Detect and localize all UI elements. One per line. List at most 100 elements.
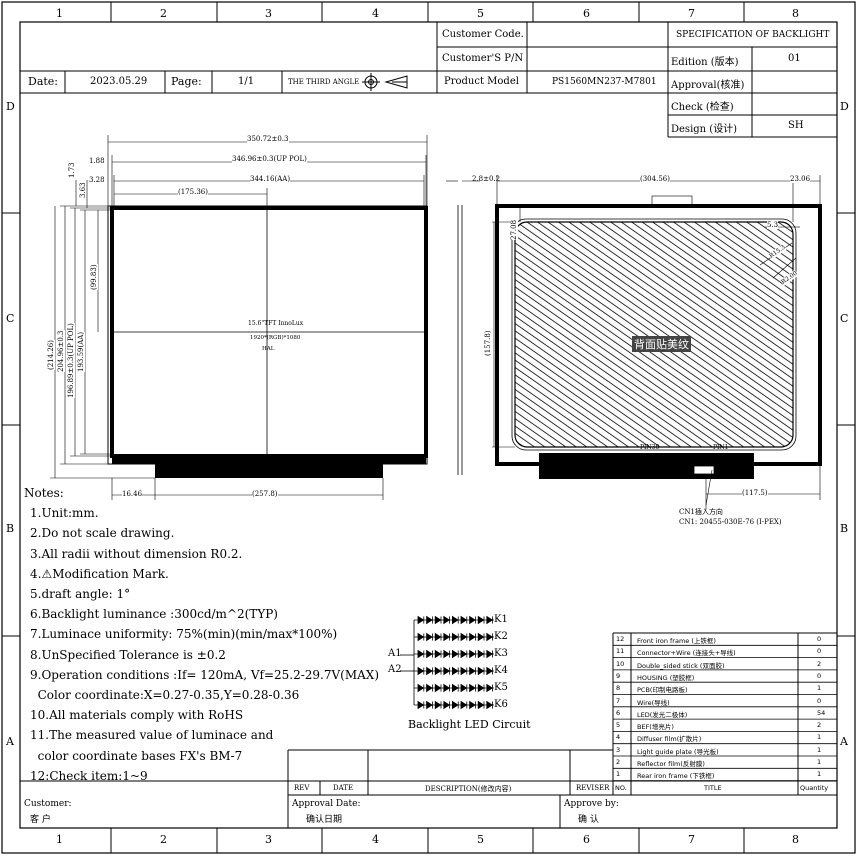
cathode-label: K4 [494, 665, 508, 676]
approve-by-cn-label: 确 认 [578, 815, 599, 825]
bom-cell-qty: 2 [817, 659, 822, 668]
dim-bottom-span: (257.8) [252, 490, 278, 498]
bom-cell-qty: 2 [817, 721, 822, 730]
connector-part: CN1: 20455-030E-76 (I-PEX) [679, 518, 782, 526]
bom-cell-qty: 1 [817, 758, 822, 766]
bom-cell-title: LED(发光二极体) [637, 710, 688, 719]
led-diode-icon [417, 632, 425, 642]
edition-value: 01 [788, 53, 801, 64]
note-item: 4.⚠Modification Mark. [30, 566, 169, 581]
page-label: Page: [171, 75, 202, 88]
led-diode-icon [460, 700, 468, 710]
back-hatched-area [514, 221, 794, 448]
panel-label-line2: 1920*(RGB)*1080 [250, 335, 301, 341]
bom-cell-title: Diffuser film(扩散片) [637, 735, 702, 744]
led-diode-icon [451, 666, 459, 676]
bom-cell-no: 3 [616, 745, 621, 754]
pin-right: PIN1 [713, 444, 729, 451]
led-diode-icon [434, 632, 442, 642]
bom-row-lines [613, 644, 837, 781]
led-diode-icon [469, 632, 476, 642]
approval-label: Approval(核准) [671, 80, 745, 91]
date-value: 2023.05.29 [90, 76, 148, 87]
led-diode-icon [426, 649, 433, 659]
back-fpc-tail [539, 453, 754, 479]
front-dimension-lines [50, 135, 428, 500]
column-label: 8 [792, 833, 799, 846]
note-item: 12:Check item:1~9 [30, 768, 148, 783]
dim-half-height: (99.83) [90, 264, 98, 290]
dim-bottom-left: 16.46 [122, 490, 143, 498]
led-diode-icon [443, 666, 451, 676]
third-angle-label: THE THIRD ANGLE [288, 78, 360, 86]
note-item: 11.The measured value of luminace and [30, 728, 274, 743]
led-diode-icon [443, 632, 451, 642]
cathode-label: K6 [494, 699, 508, 710]
bom-cell-title: Connector+Wire (连接头+导线) [637, 649, 736, 658]
row-label: A [6, 735, 14, 748]
note-item: 3.All radii without dimension R0.2. [30, 546, 243, 561]
dim-top-1: 1.73 [68, 162, 76, 178]
led-diode-icon [443, 649, 451, 659]
design-value: SH [788, 120, 804, 131]
led-diode-icon [417, 683, 425, 693]
led-diode-icon [426, 666, 433, 676]
edition-label: Edition (版本) [671, 57, 739, 68]
column-label: 6 [583, 7, 590, 20]
column-label: 2 [160, 833, 167, 846]
note-item: 2.Do not scale drawing. [30, 526, 175, 541]
bom-cell-qty: 0 [817, 671, 822, 680]
bom-cell-title: Double_sided stick (双面胶) [637, 661, 725, 670]
bom-cell-qty: 0 [817, 696, 822, 705]
led-diode-icon [477, 683, 485, 693]
dim-overall-height: (214.26) [47, 340, 55, 370]
led-diode-icon [451, 700, 459, 710]
led-diode-icon [443, 615, 451, 625]
note-item: color coordinate bases FX's BM-7 [30, 748, 243, 763]
panel-label-line1: 15.6"TFT InnoLux [248, 320, 304, 327]
column-label: 8 [792, 7, 799, 20]
led-diode-icon [451, 632, 459, 642]
dim-left-1: 1.88 [89, 157, 105, 165]
bom-cell-title: Wire(导线) [637, 698, 670, 707]
bom-header-no: NO. [615, 784, 627, 792]
rev-date-header: DATE [333, 784, 354, 792]
led-diode-icon [477, 649, 485, 659]
led-diode-icon [434, 666, 442, 676]
dim-pol-width: 346.96±0.3(UP POL) [232, 155, 307, 163]
product-model-value: PS1560MN237-M7801 [552, 77, 657, 87]
led-diode-icon [443, 700, 451, 710]
led-diode-icon [460, 666, 468, 676]
dim-aa-height: 193.59(AA) [77, 331, 85, 372]
dim-aa-width: 344.16(AA) [250, 175, 291, 183]
led-diode-icon [460, 649, 468, 659]
notes-block: Notes: 1.Unit:mm. 2.Do not scale drawing… [24, 483, 379, 786]
column-label: 1 [56, 7, 63, 20]
led-diode-icon [477, 666, 485, 676]
anode-label: A2 [388, 664, 402, 675]
led-diode-icon [460, 632, 468, 642]
cathode-label: K5 [494, 682, 508, 693]
front-view [107, 205, 428, 478]
led-circuit-title: Backlight LED Circuit [408, 718, 531, 731]
customer-label: Customer: [24, 799, 72, 809]
bom-cell-title: Reflector film(反射膜) [637, 760, 705, 768]
dim-r1: 5.3 [767, 221, 779, 229]
led-diode-icon [451, 615, 459, 625]
column-label: 5 [477, 833, 484, 846]
bom-cell-qty: 1 [817, 733, 822, 742]
row-label: D [6, 100, 15, 113]
led-diode-icon [426, 632, 433, 642]
bom-cell-no: 4 [616, 733, 621, 742]
rev-reviser-header: REVISER [576, 784, 610, 792]
dim-left-2: 3.28 [89, 176, 105, 184]
cathode-label: K3 [494, 648, 508, 659]
notes-title: Notes: [24, 486, 64, 500]
led-diode-icon [434, 649, 442, 659]
bom-cell-no: 8 [616, 684, 621, 693]
led-diode-icon [443, 683, 451, 693]
bom-cell-no: 12 [616, 635, 625, 643]
bom-cell-title: Rear iron frame (下铁框) [637, 772, 715, 781]
front-fpc-tail [155, 463, 383, 478]
led-diode-icon [469, 666, 476, 676]
